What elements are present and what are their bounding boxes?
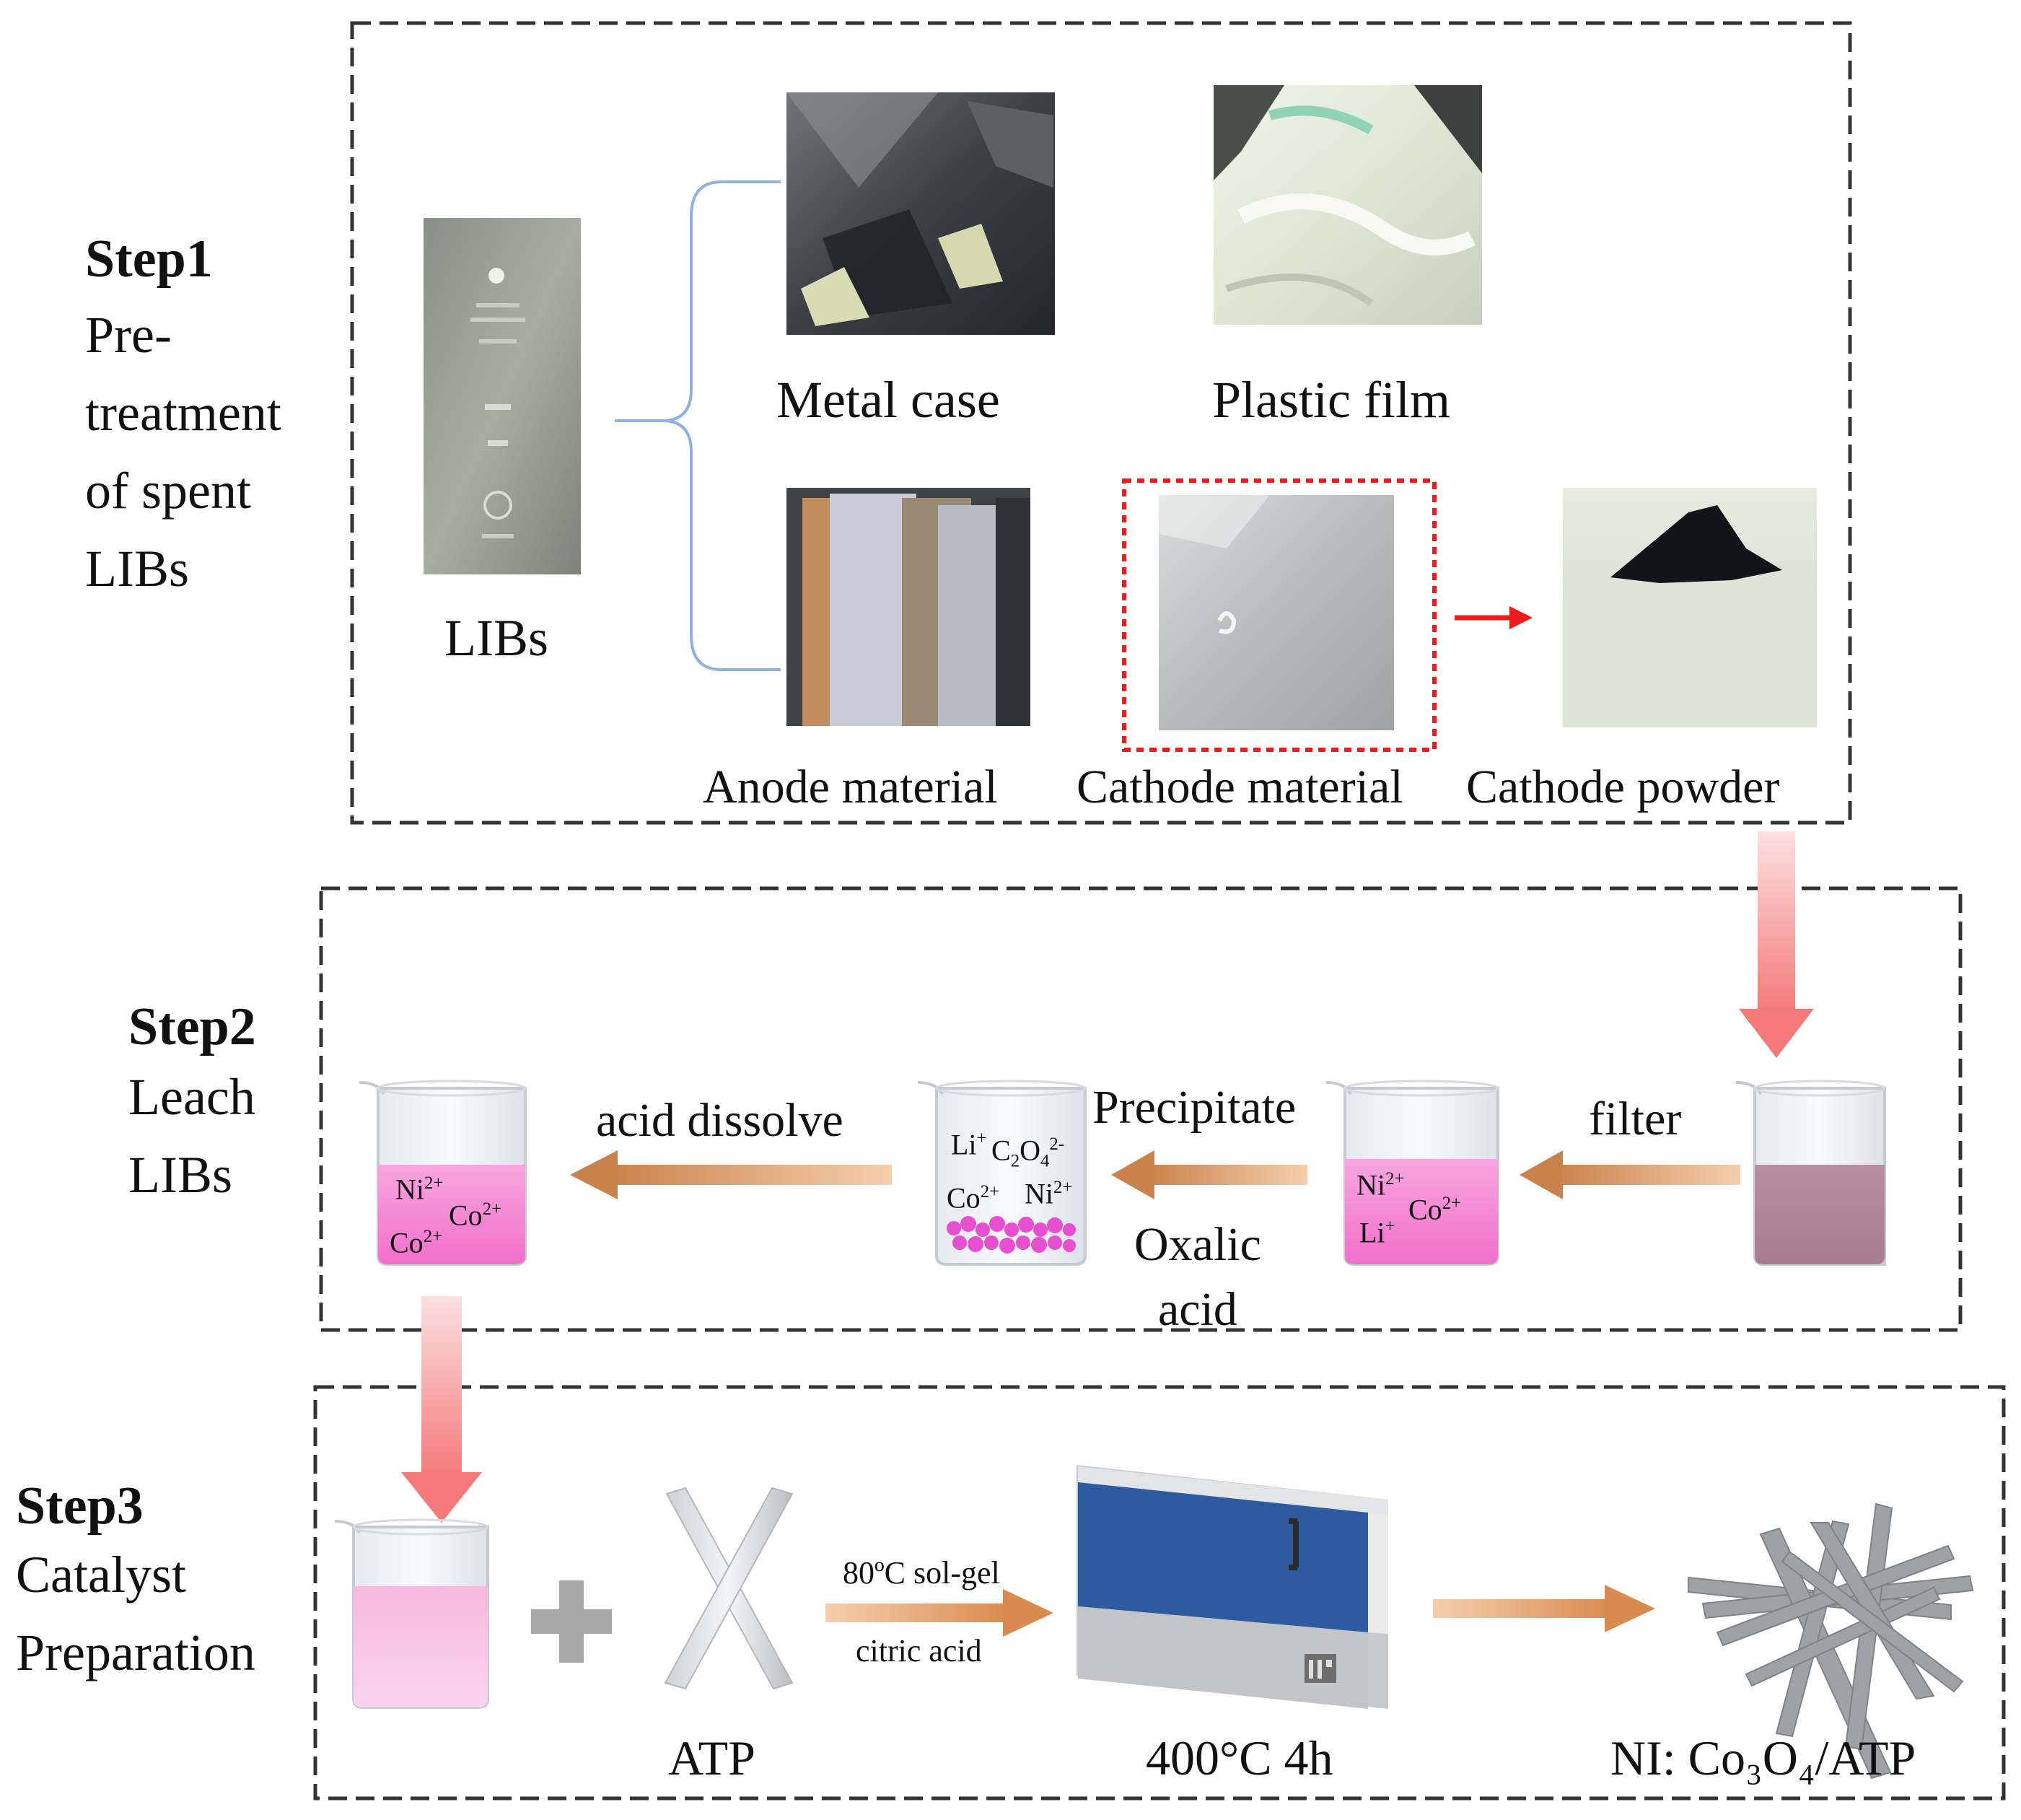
cathode-material-photo (1159, 495, 1394, 730)
solgel-label: 80ºC sol-gel (843, 1555, 1000, 1591)
ion-ni-b2: Ni2+ (1025, 1177, 1073, 1210)
ion-li-b3: Li+ (1359, 1216, 1395, 1249)
bracket-connector (615, 180, 781, 671)
ion-co-b2: Co2+ (947, 1181, 1000, 1215)
arrow-precipitate (1111, 1150, 1307, 1199)
ion-co-b1b: Co2+ (390, 1226, 443, 1259)
product-label: NI: Co₃O₄/ATP (1610, 1731, 1916, 1785)
plastic-film-label: Plastic film (1212, 371, 1450, 429)
libs-label: LIBs (444, 609, 548, 667)
precipitate-particles (947, 1216, 1076, 1254)
arrow-solgel (825, 1589, 1053, 1637)
catalyst-structure-icon (1688, 1502, 1974, 1780)
filter-label: filter (1589, 1093, 1682, 1145)
ion-ni-b1: Ni2+ (395, 1173, 444, 1206)
ion-co-b1a: Co2+ (449, 1199, 502, 1232)
ion-ni-b3: Ni2+ (1356, 1168, 1405, 1202)
ion-li-b2: Li+ (951, 1128, 987, 1161)
libs-photo (424, 218, 581, 574)
atp-label: ATP (668, 1731, 755, 1785)
beaker-mauve (1735, 1080, 1886, 1266)
cathode-highlight-box (1122, 478, 1437, 752)
step1-title: Step1 (85, 229, 213, 289)
cathode-material-label: Cathode material (1077, 761, 1403, 813)
cathode-powder-label: Cathode powder (1466, 761, 1780, 813)
pink-down-arrow-1 (1739, 831, 1814, 1058)
ion-co-b3: Co2+ (1408, 1193, 1462, 1226)
ion-oxalate-b2: C2O42- (991, 1134, 1065, 1171)
anode-material-photo (786, 488, 1030, 726)
plus-icon (531, 1580, 612, 1663)
calcination-label: 400°C 4h (1146, 1731, 1333, 1785)
metal-case-label: Metal case (776, 371, 1000, 429)
beaker-pink-dissolved (359, 1080, 527, 1266)
arrow-calcine (1433, 1585, 1655, 1632)
red-arrow (1455, 606, 1533, 629)
beaker-pink-filtrate (1325, 1080, 1499, 1266)
beaker-light-pink (334, 1518, 489, 1709)
plastic-film-photo (1214, 85, 1482, 325)
metal-case-photo (786, 92, 1055, 335)
step3-title: Step3 (16, 1476, 144, 1536)
arrow-acid-dissolve (570, 1150, 892, 1199)
beaker-precipitate (917, 1080, 1087, 1266)
atp-rods-icon (664, 1487, 794, 1690)
anode-material-label: Anode material (703, 761, 998, 813)
step2-description: Leach LIBs (128, 1068, 255, 1204)
step3-description: Catalyst Preparation (16, 1546, 255, 1681)
citric-acid-label: citric acid (856, 1633, 982, 1668)
cathode-powder-photo (1563, 488, 1817, 727)
step3-frame (313, 1385, 2006, 1801)
step1-description: Pre- treatment of spent LIBs (85, 306, 281, 598)
precipitate-label: Precipitate (1092, 1081, 1297, 1134)
acid-dissolve-label: acid dissolve (596, 1094, 843, 1147)
step2-title: Step2 (128, 997, 256, 1056)
pink-down-arrow-2 (401, 1296, 482, 1523)
step1-frame (350, 21, 1852, 825)
oxalic-acid-label: Oxalic acid (1134, 1218, 1261, 1336)
arrow-filter (1520, 1150, 1740, 1199)
furnace-icon (1077, 1465, 1388, 1709)
